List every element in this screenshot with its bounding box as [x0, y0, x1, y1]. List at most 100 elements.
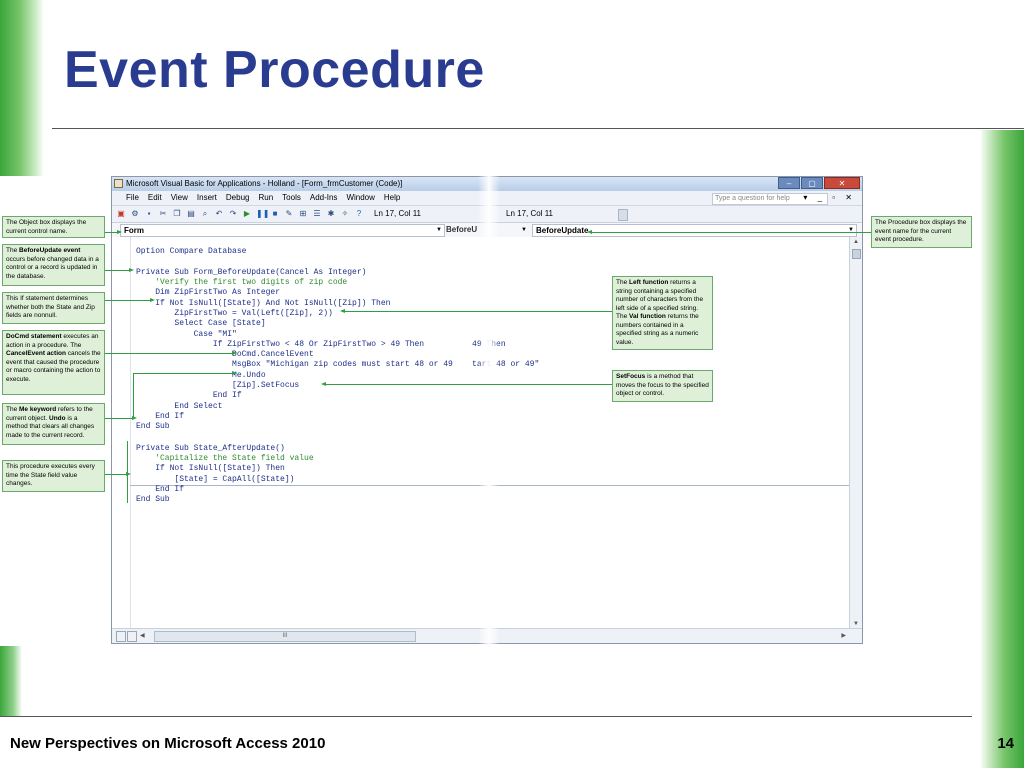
maximize-button[interactable]: ▢ — [801, 177, 823, 189]
code-line[interactable]: Private Sub State_AfterUpdate() — [136, 444, 285, 453]
procedure-view-icon[interactable] — [116, 631, 126, 642]
code-line[interactable]: [State] = CapAll([State]) — [136, 475, 295, 484]
undo-icon[interactable]: ↶ — [215, 209, 223, 218]
code-line[interactable]: If Not IsNull([State]) And Not IsNull([Z… — [136, 299, 391, 308]
code-line[interactable]: Option Compare Database — [136, 247, 247, 256]
callout-bold: Me keyword — [19, 406, 57, 413]
toolbox-icon[interactable]: ✧ — [341, 209, 349, 218]
object-box-value: Form — [124, 226, 144, 235]
green-accent-left-top — [0, 0, 44, 176]
code-line[interactable]: [Zip].SetFocus — [136, 381, 300, 390]
full-module-view-icon[interactable] — [127, 631, 137, 642]
project-explorer-icon[interactable]: ⊞ — [299, 209, 307, 218]
close-button[interactable]: ✕ — [824, 177, 860, 189]
insert-module-icon[interactable]: ⚙ — [131, 209, 139, 218]
callout-procedure-box: The Procedure box displays the event nam… — [871, 216, 972, 248]
code-line[interactable]: End Sub — [136, 495, 170, 504]
chevron-down-icon[interactable]: ▼ — [848, 227, 854, 233]
callout-text: The — [6, 406, 20, 413]
code-line[interactable]: End Sub — [136, 422, 170, 431]
redo-icon[interactable]: ↷ — [229, 209, 237, 218]
code-line[interactable]: End If — [136, 412, 185, 421]
code-line[interactable]: Dim ZipFirstTwo As Integer — [136, 288, 281, 297]
scroll-down-icon[interactable]: ▼ — [853, 621, 859, 627]
slide-title: Event Procedure — [64, 41, 485, 99]
callout-arrow — [105, 351, 237, 355]
callout-bold: Undo — [49, 414, 66, 422]
object-box[interactable]: Form ▼ — [120, 224, 445, 237]
help-search-input[interactable]: Type a question for help — [712, 193, 828, 205]
callout-object-box: The Object box displays the current cont… — [2, 216, 105, 238]
callout-arrow — [105, 472, 131, 476]
horizontal-scroll-thumb[interactable]: III — [154, 631, 416, 642]
callout-left-function: The Left function returns a string conta… — [612, 276, 713, 350]
vertical-scroll-thumb[interactable] — [852, 249, 861, 259]
menu-run[interactable]: Run — [258, 193, 274, 202]
menu-debug[interactable]: Debug — [225, 193, 250, 202]
reset-icon[interactable]: ■ — [272, 209, 278, 218]
menu-insert[interactable]: Insert — [196, 193, 217, 202]
scroll-left-icon[interactable]: ◀ — [140, 633, 145, 639]
window-controls: – ▢ ✕ — [778, 177, 860, 189]
menu-tools[interactable]: Tools — [282, 193, 301, 202]
object-browser-icon[interactable]: ✱ — [327, 209, 335, 218]
margin-indicator-bar[interactable] — [112, 237, 131, 629]
menu-edit[interactable]: Edit — [147, 193, 162, 202]
callout-setfocus: SetFocus is a method that moves the focu… — [612, 370, 713, 402]
callout-arrow — [105, 298, 155, 302]
menu-view[interactable]: View — [170, 193, 188, 202]
toolbar-overflow-handle[interactable] — [618, 209, 628, 221]
save-icon[interactable]: ▪ — [147, 209, 151, 218]
minimize-button[interactable]: – — [778, 177, 800, 189]
callout-text: occurs before changed data in a control … — [6, 255, 99, 280]
procedure-box-value: BeforeUpdate — [536, 226, 589, 235]
code-line[interactable]: Private Sub Form_BeforeUpdate(Cancel As … — [136, 268, 367, 277]
code-line[interactable]: ZipFirstTwo = Val(Left([Zip], 2)) — [136, 309, 333, 318]
callout-text: refers to the current object. — [6, 406, 93, 422]
callout-bold: BeforeUpdate event — [19, 247, 81, 254]
vba-app-icon — [114, 179, 123, 188]
code-line[interactable]: Select Case [State] — [136, 319, 266, 328]
callout-me-keyword: The Me keyword refers to the current obj… — [2, 403, 105, 445]
design-mode-icon[interactable]: ✎ — [285, 209, 293, 218]
cut-icon[interactable]: ✂ — [159, 209, 167, 218]
callout-text: The — [6, 247, 20, 254]
procedure-box[interactable]: ▼ BeforeUpdate ▼ — [521, 224, 857, 237]
callout-bold: SetFocus — [616, 373, 646, 380]
scroll-up-icon[interactable]: ▲ — [853, 239, 859, 245]
code-line[interactable]: DoCmd.CancelEvent — [136, 350, 314, 359]
break-icon[interactable]: ❚❚ — [256, 209, 270, 218]
callout-text: executes an action in a procedure. The — [6, 333, 99, 349]
menu-add-ins[interactable]: Add-Ins — [309, 193, 338, 202]
scroll-right-icon[interactable]: ▶ — [841, 633, 846, 639]
callout-bracket — [127, 441, 128, 503]
callout-text: This If statement determines whether bot… — [6, 295, 95, 319]
find-icon[interactable]: ⌕ — [202, 209, 208, 218]
callout-before-update: The BeforeUpdate event occurs before cha… — [2, 244, 105, 286]
chevron-down-icon[interactable]: ▼ — [521, 227, 527, 233]
code-line[interactable]: Case "MI" — [136, 330, 237, 339]
callout-arrow — [321, 382, 612, 386]
menu-file[interactable]: File — [126, 193, 139, 202]
code-line[interactable]: 'Capitalize the State field value — [136, 454, 314, 463]
paste-icon[interactable]: ▤ — [187, 209, 195, 218]
properties-icon[interactable]: ☰ — [313, 209, 321, 218]
footer-divider — [0, 716, 972, 717]
code-line[interactable]: If Not IsNull([State]) Then — [136, 464, 285, 473]
help-icon[interactable]: ? — [356, 209, 362, 218]
menu-help[interactable]: Help — [383, 193, 401, 202]
code-line[interactable]: If ZipFirstTwo < 48 Or ZipFirstTwo > 49 … — [136, 340, 506, 349]
code-line[interactable]: End If — [136, 485, 185, 494]
menu-window[interactable]: Window — [346, 193, 375, 202]
callout-text: returns the numbers contained in a speci… — [616, 313, 699, 346]
chevron-down-icon[interactable]: ▼ — [436, 227, 442, 233]
document-window-controls[interactable]: ▾ _ ▫ ✕ — [803, 193, 856, 202]
code-line[interactable]: 'Verify the first two digits of zip code — [136, 278, 348, 287]
vertical-scrollbar[interactable]: ▲ ▼ — [849, 237, 862, 629]
code-line[interactable]: End Select — [136, 402, 223, 411]
copy-icon[interactable]: ❐ — [173, 209, 181, 218]
run-icon[interactable]: ▶ — [243, 209, 251, 218]
code-line[interactable]: Me.Undo — [136, 371, 266, 380]
view-access-icon[interactable]: ▣ — [117, 209, 125, 218]
code-line[interactable]: End If — [136, 391, 242, 400]
